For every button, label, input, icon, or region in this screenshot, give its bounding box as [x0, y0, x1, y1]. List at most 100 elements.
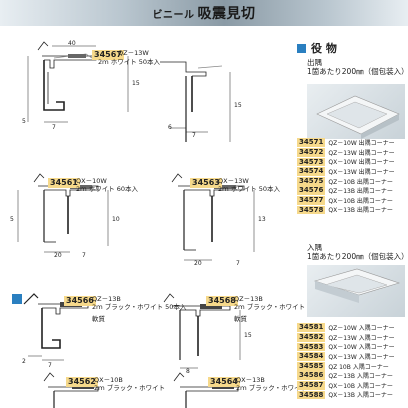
item-code: 34575: [297, 176, 326, 186]
dim-label: 7: [82, 252, 86, 259]
item-name: QX－13W 出隅コーナー: [328, 169, 395, 177]
dim-label: 20: [194, 260, 202, 267]
dim-label: 7: [52, 124, 56, 131]
dim-label: 13: [258, 216, 266, 223]
model-spec: 2ｍ ブラック・ホワイト 50本入: [234, 303, 329, 311]
product-code: 34561: [48, 178, 80, 188]
item-name: QZ－13B 出隅コーナー: [328, 188, 393, 196]
model-spec: 2ｍ ブラック・ホワイト: [94, 384, 166, 392]
item-name: QX－13W 入隅コーナー: [328, 354, 395, 362]
product-code: 34567: [92, 50, 124, 60]
item-name: QZ 10B 入隅コーナー: [328, 363, 389, 371]
item-name: QX－13B 出隅コーナー: [328, 207, 393, 215]
model-spec: 2ｍ ホワイト 50本入: [98, 58, 161, 66]
item-code: 34572: [297, 147, 326, 157]
dim-label: 15: [234, 102, 242, 109]
item-code: 34573: [297, 157, 326, 167]
item-name: QZ－13W 出隅コーナー: [328, 149, 395, 157]
inner-corner-heading: 入隅 1箇あたり200㎜（個包装入）: [307, 243, 408, 261]
dim-label: 7: [236, 260, 240, 267]
item-code: 34574: [297, 167, 326, 176]
drawing-34562: 34562 QX－10B 2ｍ ブラック・ホワイト: [8, 371, 165, 408]
item-code: 34576: [297, 186, 326, 196]
product-code: 34562: [66, 377, 98, 387]
item-name: QX－10W 出隅コーナー: [328, 159, 395, 167]
model-name: QX－13W: [218, 177, 249, 185]
title-main: 吸震見切: [197, 6, 256, 22]
header-bar: ビニール吸震見切: [0, 0, 408, 26]
dim-label: 7: [48, 362, 52, 369]
model-name: QX－10W: [76, 177, 107, 185]
page-title: ビニール吸震見切: [0, 3, 408, 23]
item-code: 34577: [297, 195, 326, 205]
dim-label: 5: [10, 216, 14, 223]
model-spec: 2ｍ ホワイト 60本入: [76, 185, 139, 193]
dim-label: 40: [68, 40, 76, 47]
item-code: 34586: [297, 371, 326, 381]
product-code: 34568: [206, 296, 238, 306]
square-bullet-icon: [297, 44, 306, 53]
drawing-34561: 34561 QX－10W 2ｍ ホワイト 60本入 5 20 7 10: [8, 156, 148, 276]
profile-drawing: [160, 61, 231, 142]
item-name: QZ－13W 入隅コーナー: [328, 334, 395, 342]
profile-drawing: [163, 293, 241, 369]
item-code: 34587: [297, 380, 326, 390]
model-name: QZ－13B: [234, 295, 263, 303]
item-name: QZ－10W 入隅コーナー: [328, 325, 395, 333]
item-name: QZ－10B 出隅コーナー: [328, 178, 393, 186]
dim-label: 8: [186, 368, 190, 375]
item-code: 34584: [297, 352, 326, 361]
dim-label: 15: [132, 80, 140, 87]
inner-corner-title: 入隅: [307, 243, 322, 252]
accessories-title-text: 役 物: [311, 42, 337, 55]
item-code: 34571: [297, 138, 326, 148]
item-name: QZ－10W 出隅コーナー: [328, 140, 395, 148]
item-code: 34578: [297, 205, 326, 215]
accessories-title: 役 物: [297, 40, 337, 56]
item-name: QZ－13B 入隅コーナー: [328, 373, 393, 381]
drawing-34568: 34568 QZ－13B 2ｍ ブラック・ホワイト 50本入 軟質 15 8: [150, 276, 328, 376]
inner-corner-note: 1箇あたり200㎜（個包装入）: [307, 252, 408, 261]
drawing-34564: 34564 QX－13B 2ｍ ブラック・ホワイト: [150, 371, 307, 408]
item-code: 34582: [297, 332, 326, 342]
profile-drawing: [173, 372, 239, 408]
drawing-34563: 34563 QX－13W 2ｍ ホワイト 50本入 13 20 7: [150, 156, 290, 276]
item-name: QX－10B 出隅コーナー: [328, 197, 393, 205]
dim-label: 7: [192, 132, 196, 139]
dim-label: 5: [22, 118, 26, 125]
model-spec: 2ｍ ブラック・ホワイト 50本入: [92, 303, 187, 311]
outer-corner-photo: [307, 84, 405, 139]
outer-corner-title: 出隅: [307, 58, 322, 67]
model-name: QZ－13B: [92, 295, 121, 303]
model-spec: 2ｍ ホワイト 50本入: [218, 185, 281, 193]
drawing-34567-alt: 6 7 15: [150, 32, 290, 152]
dim-label: 2: [22, 358, 26, 365]
inner-corner-photo: [307, 265, 405, 317]
model-name: QZ－13W: [118, 49, 149, 57]
pad-label: 軟質: [92, 315, 105, 323]
dim-label: 20: [54, 252, 62, 259]
model-name: QX－10B: [94, 376, 123, 384]
model-spec: 2ｍ ブラック・ホワイト: [236, 384, 308, 392]
product-code: 34566: [64, 296, 96, 306]
title-prefix: ビニール: [152, 10, 195, 21]
drawing-34566: 34566 QZ－13B 2ｍ ブラック・ホワイト 50本入 軟質 2 7: [8, 276, 186, 376]
profile-drawing: [17, 173, 109, 253]
drawing-34567: 34567 QZ－13W 2ｍ ホワイト 50本入 40 15 5 7: [8, 32, 160, 152]
profile-drawing: [171, 173, 255, 261]
